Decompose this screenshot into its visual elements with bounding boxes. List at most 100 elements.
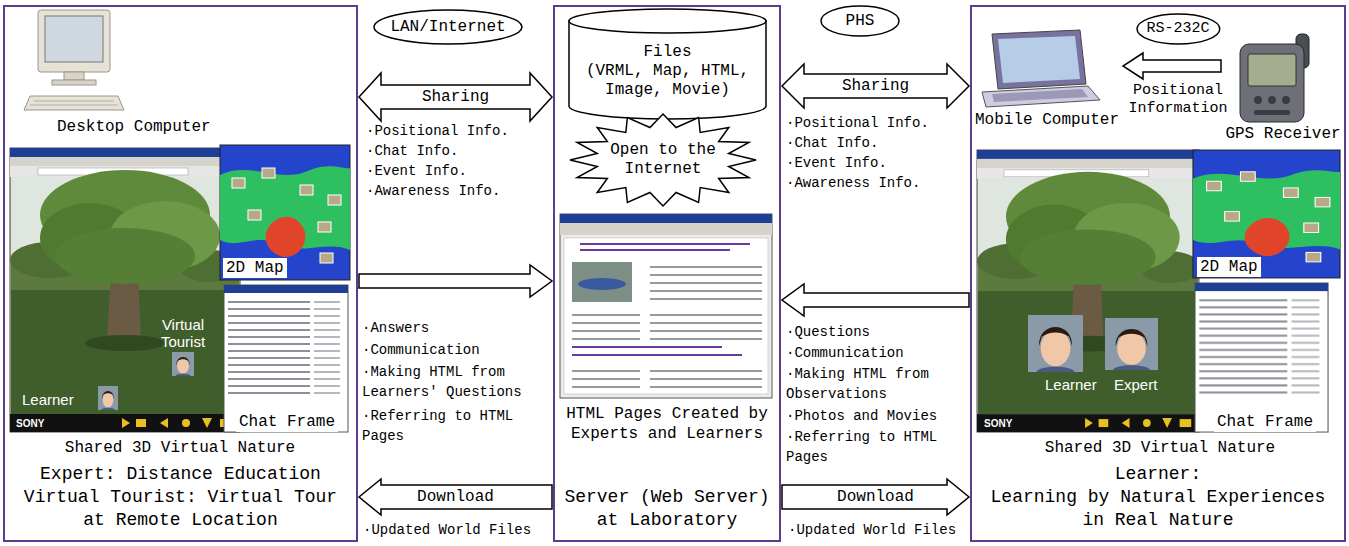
info-item: ·Chat Info. (786, 133, 878, 153)
illustration-layer (172, 352, 194, 376)
illustration-layer (1195, 283, 1328, 432)
laptop-illustration (992, 30, 1086, 89)
illustration-layer (1105, 318, 1158, 370)
web-page-screenshot (560, 223, 772, 235)
network-ellipse: LAN/Internet (373, 9, 523, 45)
avatar-name: Virtual Tourist (145, 316, 221, 350)
node-text: Expert: Distance EducationVirtual Touris… (16, 463, 346, 532)
web-page-screenshot (564, 238, 768, 394)
laptop-illustration (998, 36, 1080, 83)
info-item: ·Event Info. (786, 153, 887, 173)
avatar-name: Expert (1114, 376, 1157, 393)
info-item: ·Positional Info. (786, 113, 929, 133)
cylinder-top (569, 9, 766, 33)
block-arrow (1123, 53, 1221, 79)
web-page-screenshot (580, 243, 750, 245)
info-item: ·Photos and Movies (786, 406, 937, 426)
illustration-layer (98, 386, 118, 410)
node-body: (VRML, Map, HTML, Image, Movie) (580, 62, 755, 100)
file-store-cylinder: Files(VRML, Map, HTML, Image, Movie) (568, 8, 767, 120)
gps-receiver-illustration (1282, 96, 1290, 104)
node-text: Open to the Internet (608, 141, 718, 179)
block-arrow (782, 284, 969, 316)
illustration-layer (224, 285, 348, 432)
node-body: Learning by Natural Experiences in Real … (985, 486, 1331, 532)
ellipse-outline (374, 10, 522, 44)
internet-starburst: Open to the Internet (568, 112, 758, 208)
caption-text: HTML Pages Created by Experts and Learne… (561, 404, 773, 444)
info-item: ·Questions (786, 322, 870, 342)
gps-receiver-illustration (1268, 96, 1276, 104)
block-arrow (782, 64, 969, 108)
web-page-screenshot (572, 310, 762, 340)
ellipse-outline (821, 6, 899, 36)
gps-receiver: GPS Receiver (1222, 30, 1344, 144)
brand-mark: SONY (984, 418, 1012, 430)
gps-receiver-illustration (1254, 110, 1290, 115)
info-item: ·Chat Info. (366, 141, 458, 161)
desktop-computer-illustration (38, 10, 110, 72)
node-title: Server (Web Server) at Laboratory (561, 486, 773, 532)
arrow-label: Positional Information (1123, 82, 1233, 118)
window-label: 2D Map (1197, 257, 1261, 277)
desktop-computer-illustration (24, 10, 124, 110)
block-arrow (359, 479, 552, 515)
window-label: Chat Frame (1214, 412, 1316, 432)
web-page-screenshot (572, 354, 742, 356)
illustration-layer (1028, 315, 1083, 372)
caption-text: Desktop Computer (57, 117, 211, 137)
cylinder-body (569, 21, 766, 119)
web-page-screenshot (572, 364, 762, 390)
gps-receiver-illustration (1248, 54, 1296, 86)
node-text: GPS Receiver (1225, 124, 1340, 144)
node-title: Expert: Distance Education (16, 463, 346, 486)
web-page-screenshot (560, 214, 772, 223)
arrow-label: Sharing (840, 76, 911, 96)
node-title: Mobile Computer (975, 110, 1119, 130)
avatar-name: Learner (1045, 376, 1097, 393)
info-item: ·Awareness Info. (786, 173, 920, 193)
interface-ellipse: RS-232C (1136, 13, 1221, 45)
illustration-layer (10, 148, 242, 432)
web-page-screenshot (560, 214, 772, 398)
node-text: Files(VRML, Map, HTML, Image, Movie) (580, 43, 755, 100)
laptop-illustration (982, 30, 1100, 107)
arrow-label: Sharing (420, 87, 491, 107)
node-text: Learner:Learning by Natural Experiences … (985, 463, 1331, 532)
avatar-name: Learner (22, 391, 74, 408)
info-item: ·Updated World Files (363, 520, 531, 540)
info-item: ·Positional Info. (366, 121, 509, 141)
window-label: Chat Frame (236, 412, 338, 432)
arrow-label: Download (415, 487, 496, 507)
gps-receiver-illustration (1240, 44, 1304, 122)
node-text: PHS (846, 12, 875, 31)
starburst-outline (570, 114, 756, 206)
illustration-layer (220, 145, 350, 280)
info-item: ·Answers (362, 318, 429, 338)
brand-mark: SONY (16, 418, 44, 430)
desktop-computer-illustration (24, 96, 124, 110)
node-title: RS-232C (1146, 20, 1209, 38)
info-item: ·Communication (786, 343, 904, 363)
node-text: LAN/Internet (390, 18, 505, 37)
mobile-computer: Mobile Computer (972, 30, 1122, 130)
web-page-screenshot (578, 278, 626, 290)
illustration-layer (977, 150, 1201, 432)
laptop-illustration (982, 86, 1100, 107)
block-arrow (359, 73, 552, 121)
info-item: ·Making HTML from Observations (786, 364, 961, 404)
info-item: ·Referring to HTML Pages (362, 406, 537, 446)
desktop-computer-illustration (52, 80, 96, 85)
illustration-layer (1193, 150, 1340, 278)
node-text: Mobile Computer (975, 110, 1119, 130)
node-text: RS-232C (1146, 20, 1209, 38)
arrow-label: Download (835, 487, 916, 507)
node-text: Server (Web Server) at Laboratory (561, 486, 773, 532)
node-title: Open to the Internet (608, 141, 718, 179)
server-panel: Server (Web Server) at Laboratory Files(V… (553, 5, 781, 542)
info-item: ·Updated World Files (788, 520, 956, 540)
network-ellipse: PHS (820, 5, 900, 37)
laptop-illustration (992, 89, 1088, 102)
caption-text: Shared 3D Virtual Nature (10, 438, 350, 458)
